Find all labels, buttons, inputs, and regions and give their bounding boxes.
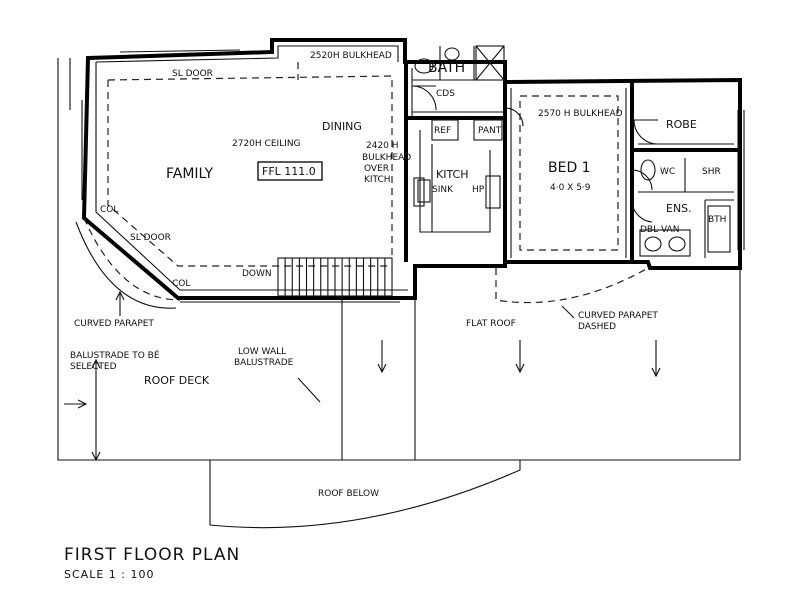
dashed-bulkhead-lines xyxy=(107,62,619,267)
annotation-arrows xyxy=(64,290,661,462)
low-wall-line2: BALUSTRADE xyxy=(234,358,294,368)
dbl-van-label: DBL VAN xyxy=(640,225,679,235)
bulkhead-kitch-line3: OVER xyxy=(364,164,389,174)
ens-label: ENS. xyxy=(666,202,692,215)
col-bottom-label: COL xyxy=(172,279,190,289)
low-wall-line1: LOW WALL xyxy=(238,347,286,357)
pant-label: PANT xyxy=(478,126,502,136)
doors xyxy=(411,85,659,223)
curved-parapet-right-line1: CURVED PARAPET xyxy=(578,311,658,321)
exterior-walls xyxy=(81,38,742,300)
staircase xyxy=(277,257,393,297)
windows xyxy=(81,49,745,303)
sl-door-top-label: SL DOOR xyxy=(172,69,213,79)
bed1-label: BED 1 xyxy=(548,160,591,176)
balustrade-line2: SELECTED xyxy=(70,362,117,372)
fixtures xyxy=(414,45,731,257)
curved-parapet-left-label: CURVED PARAPET xyxy=(74,319,154,329)
bulkhead-kitch-line4: KITCH xyxy=(364,175,391,185)
bulkhead-kitch-line2: BULKHEAD xyxy=(362,153,411,163)
ref-label: REF xyxy=(434,126,451,136)
family-label: FAMILY xyxy=(166,166,213,182)
ffl-label: FFL 111.0 xyxy=(262,165,316,178)
roof-deck-outline xyxy=(57,58,741,529)
ffl-box xyxy=(257,161,323,181)
hp-label: HP xyxy=(472,185,485,195)
bulkhead-2570-label: 2570 H BULKHEAD xyxy=(538,109,623,119)
ceiling-2720-label: 2720H CEILING xyxy=(232,139,301,149)
curved-parapet-right-line2: DASHED xyxy=(578,322,616,332)
robe-label: ROBE xyxy=(666,118,697,131)
plan-title-block: FIRST FLOOR PLAN SCALE 1 : 100 xyxy=(64,545,240,581)
bulkhead-kitch-line1: 2420 H xyxy=(366,141,399,151)
balustrade-line1: BALUSTRADE TO BÉ xyxy=(70,349,160,361)
bed1-size-label: 4·0 X 5·9 xyxy=(550,183,591,193)
col-left-label: COL xyxy=(100,205,118,215)
bth-label: BTH xyxy=(708,215,726,225)
roof-deck-label: ROOF DECK xyxy=(144,374,210,387)
kitch-label: KITCH xyxy=(436,168,468,181)
plan-scale: SCALE 1 : 100 xyxy=(64,568,154,581)
dining-label: DINING xyxy=(322,120,362,133)
roof-below-label: ROOF BELOW xyxy=(318,489,379,499)
shr-label: SHR xyxy=(702,167,721,177)
bath-label: BATH xyxy=(428,60,465,76)
sink-label: SINK xyxy=(432,185,454,195)
plan-title: FIRST FLOOR PLAN xyxy=(64,545,240,565)
interior-wall-lines xyxy=(95,45,740,291)
cds-label: CDS xyxy=(436,89,455,99)
flat-roof-label: FLAT ROOF xyxy=(466,319,516,329)
down-label: DOWN xyxy=(242,269,272,279)
bulkhead-2520-label: 2520H BULKHEAD xyxy=(310,51,392,61)
sl-door-left-label: SL DOOR xyxy=(130,233,171,243)
wc-label: WC xyxy=(660,167,675,177)
room-labels: 2520H BULKHEAD BATH SL DOOR CDS 2570 H B… xyxy=(70,51,726,499)
